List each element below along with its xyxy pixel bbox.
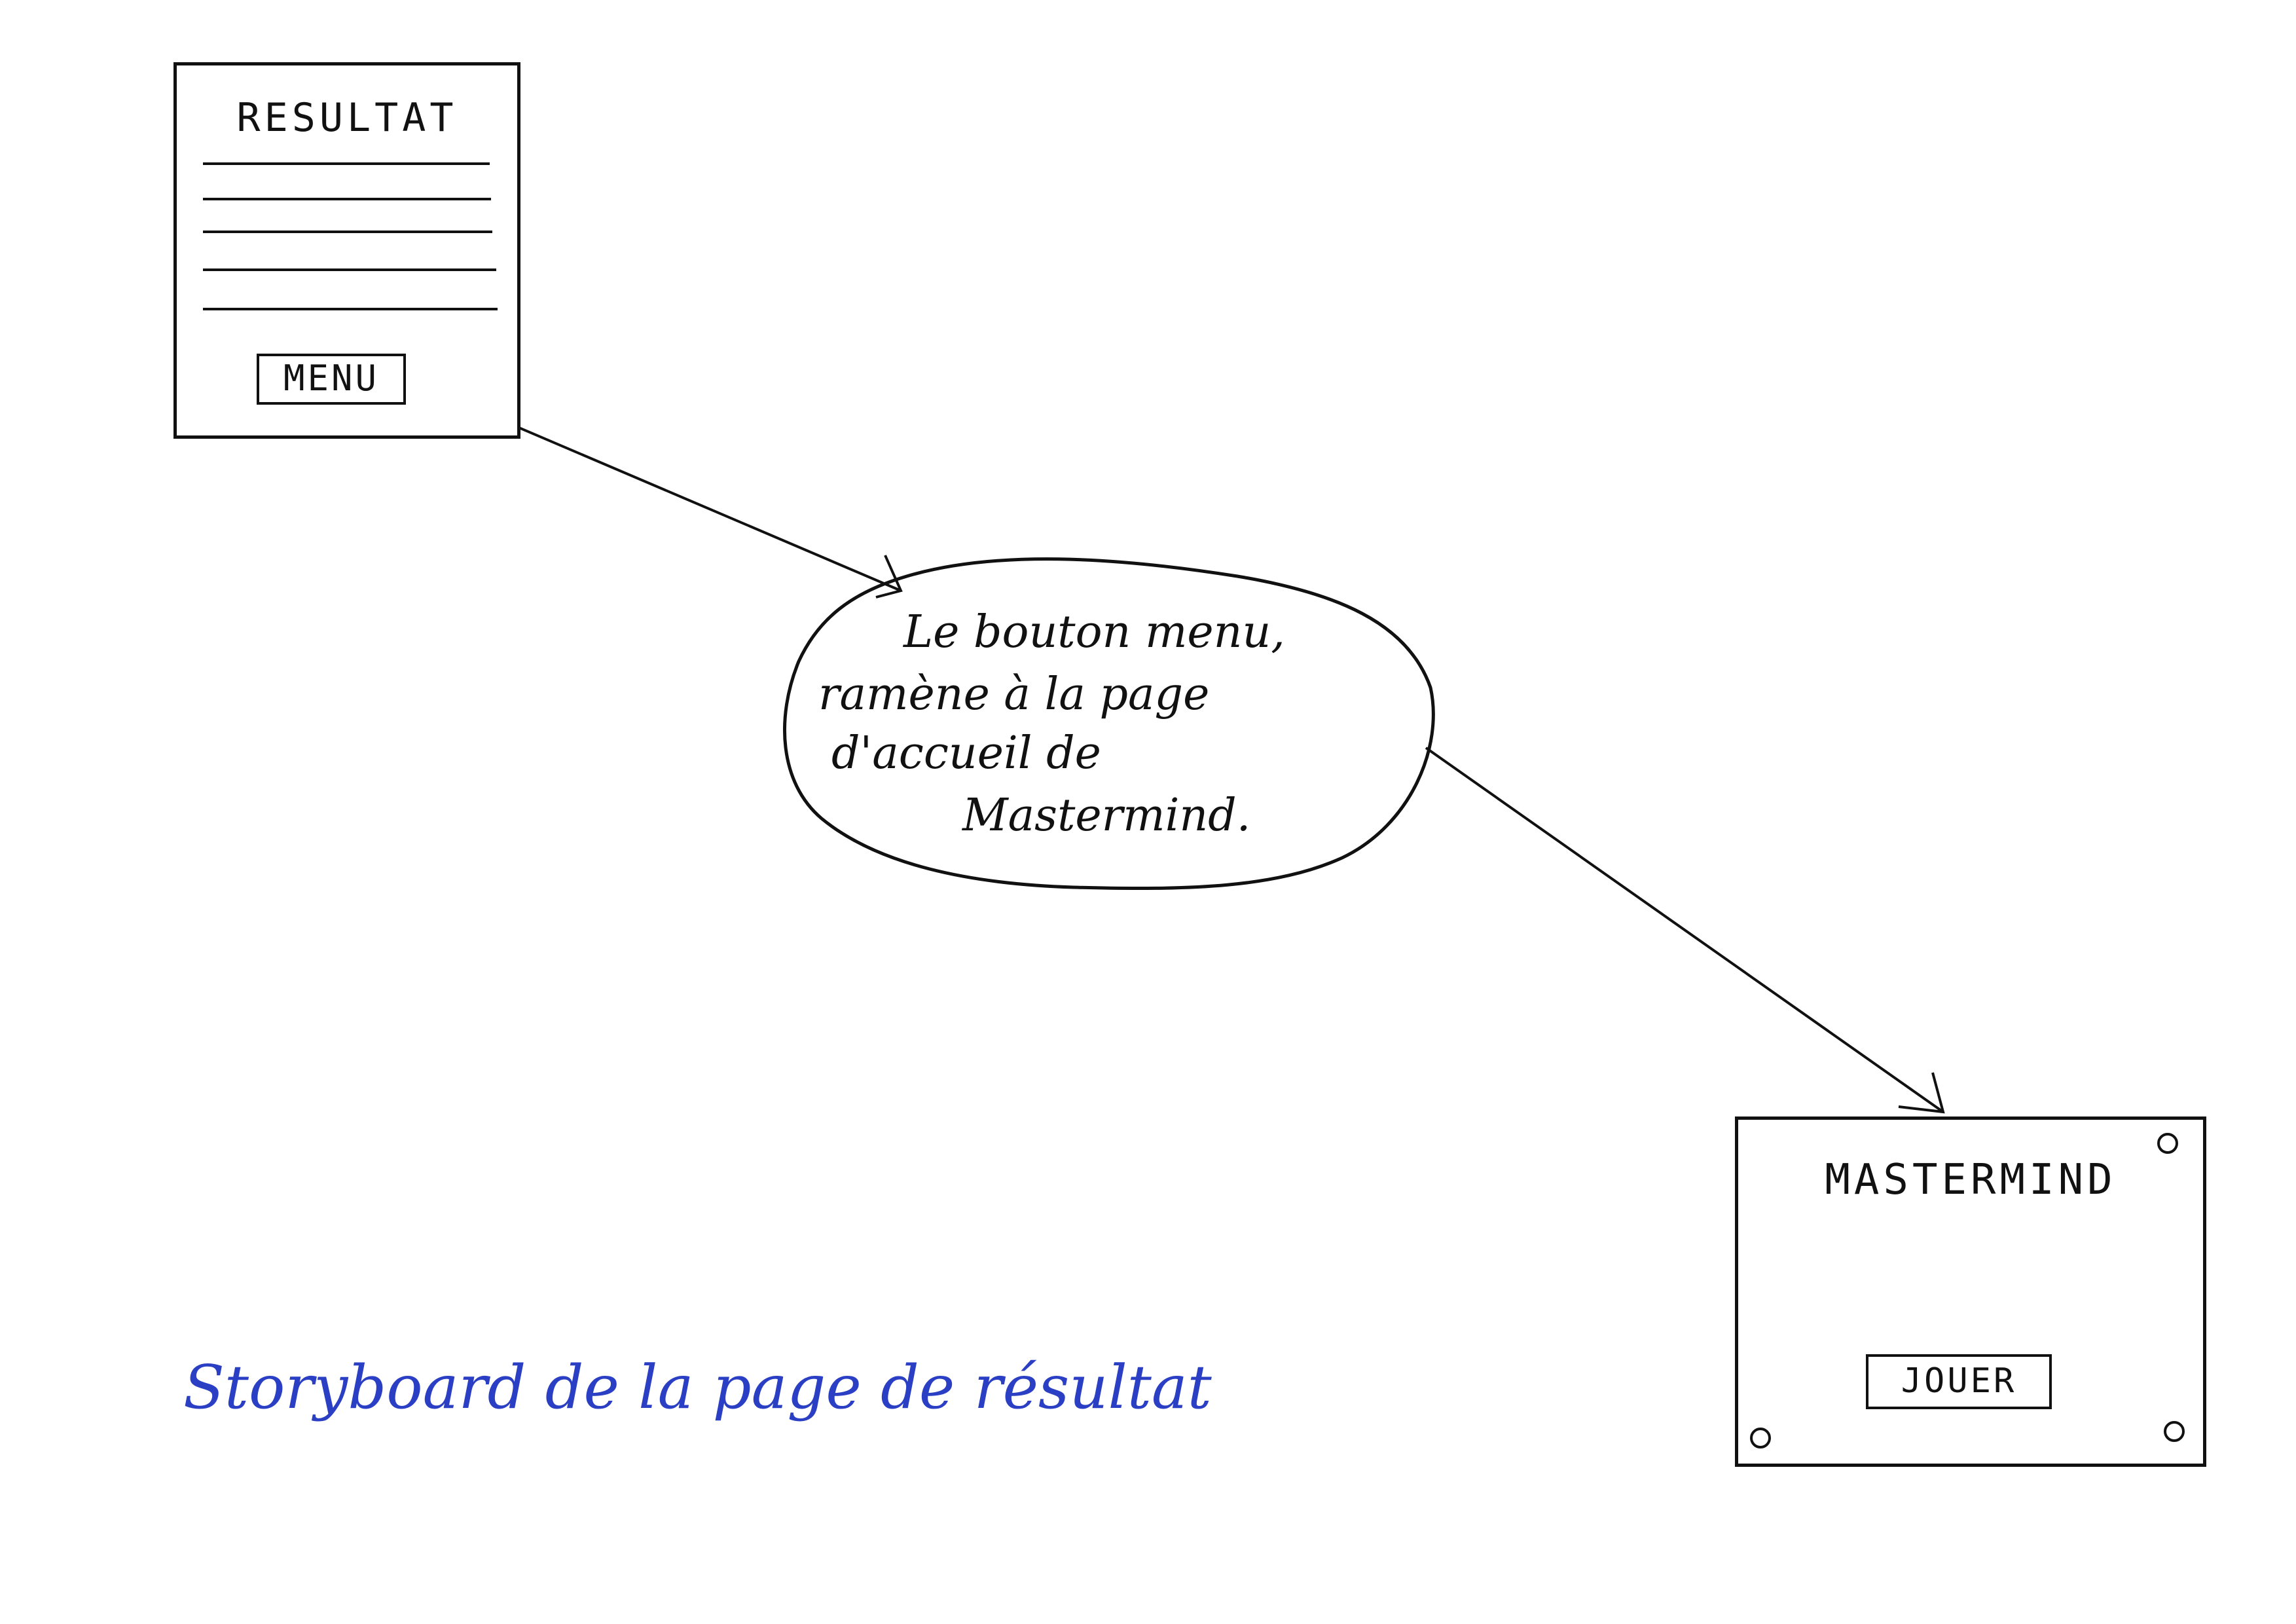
result-screen-sketch: RESULTAT MENU: [173, 62, 520, 439]
annotation-note: Le bouton menu, ramène à la page d'accue…: [766, 602, 1421, 891]
result-line: [203, 198, 491, 200]
result-line: [203, 231, 492, 233]
corner-circle-icon: [2157, 1133, 2178, 1154]
result-line: [203, 162, 490, 165]
annotation-line: Mastermind.: [962, 790, 1251, 841]
result-line: [203, 308, 498, 310]
arrowhead-note: [875, 555, 903, 599]
result-line: [203, 268, 496, 271]
annotation-line: Le bouton menu,: [903, 606, 1285, 658]
annotation-line: d'accueil de: [831, 728, 1101, 779]
arrow-note-to-mastermind: [1425, 747, 1944, 1113]
storyboard-caption: Storyboard de la page de résultat: [183, 1352, 1212, 1422]
annotation-line: ramène à la page: [818, 669, 1210, 720]
arrowhead-mastermind: [1898, 1072, 1945, 1114]
menu-button[interactable]: MENU: [257, 354, 406, 405]
mastermind-screen-sketch: MASTERMIND JOUER: [1735, 1116, 2206, 1467]
result-screen-title: RESULTAT: [236, 95, 458, 141]
play-button[interactable]: JOUER: [1866, 1354, 2052, 1409]
mastermind-screen-title: MASTERMIND: [1825, 1156, 2117, 1204]
corner-circle-icon: [2164, 1421, 2185, 1442]
corner-circle-icon: [1750, 1428, 1771, 1449]
